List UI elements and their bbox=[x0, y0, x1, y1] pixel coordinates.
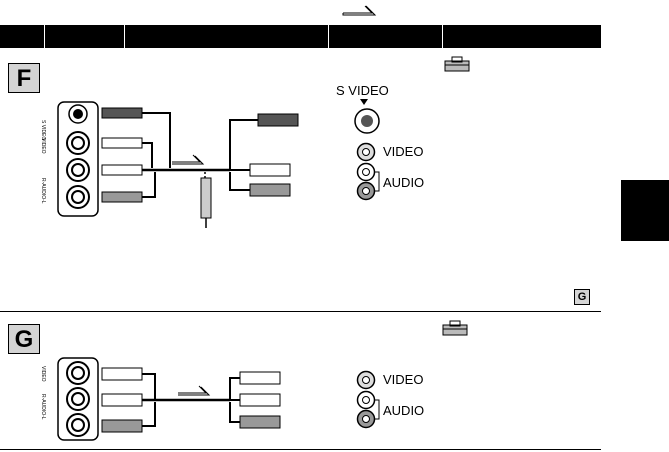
audio-label: AUDIO bbox=[383, 403, 425, 418]
chapter-side-tab bbox=[621, 180, 669, 241]
av-cable-diagram bbox=[101, 367, 281, 433]
audio-input-jacks bbox=[356, 390, 380, 429]
jack-label-audio: R-AUDIO-L bbox=[40, 178, 46, 204]
s-video-pointer-icon bbox=[360, 99, 368, 105]
s-video-label: S VIDEO bbox=[336, 83, 389, 98]
toolbox-icon bbox=[442, 320, 468, 336]
section-letter-g: G bbox=[8, 324, 40, 354]
s-video-input-jack bbox=[354, 108, 380, 134]
audio-input-jacks bbox=[356, 162, 380, 201]
camcorder-jack-panel bbox=[57, 101, 99, 217]
jack-label-audio: R-AUDIO-L bbox=[40, 394, 46, 420]
video-label: VIDEO bbox=[383, 372, 424, 387]
video-label: VIDEO bbox=[383, 144, 424, 159]
section-letter-f: F bbox=[8, 63, 40, 93]
audio-label: AUDIO bbox=[383, 175, 425, 190]
next-section-ref: G bbox=[574, 289, 590, 305]
section-divider bbox=[0, 449, 601, 450]
toolbox-icon bbox=[444, 56, 470, 72]
section-divider bbox=[0, 311, 601, 312]
jack-label-video: VIDEO bbox=[40, 138, 46, 154]
table-header-bar bbox=[0, 25, 601, 48]
signal-direction-arrow-icon bbox=[342, 5, 377, 16]
camcorder-jack-panel bbox=[57, 357, 99, 441]
av-cable-diagram bbox=[101, 107, 299, 228]
video-input-jack bbox=[356, 370, 376, 390]
video-input-jack bbox=[356, 142, 376, 162]
jack-label-video: VIDEO bbox=[40, 366, 46, 382]
